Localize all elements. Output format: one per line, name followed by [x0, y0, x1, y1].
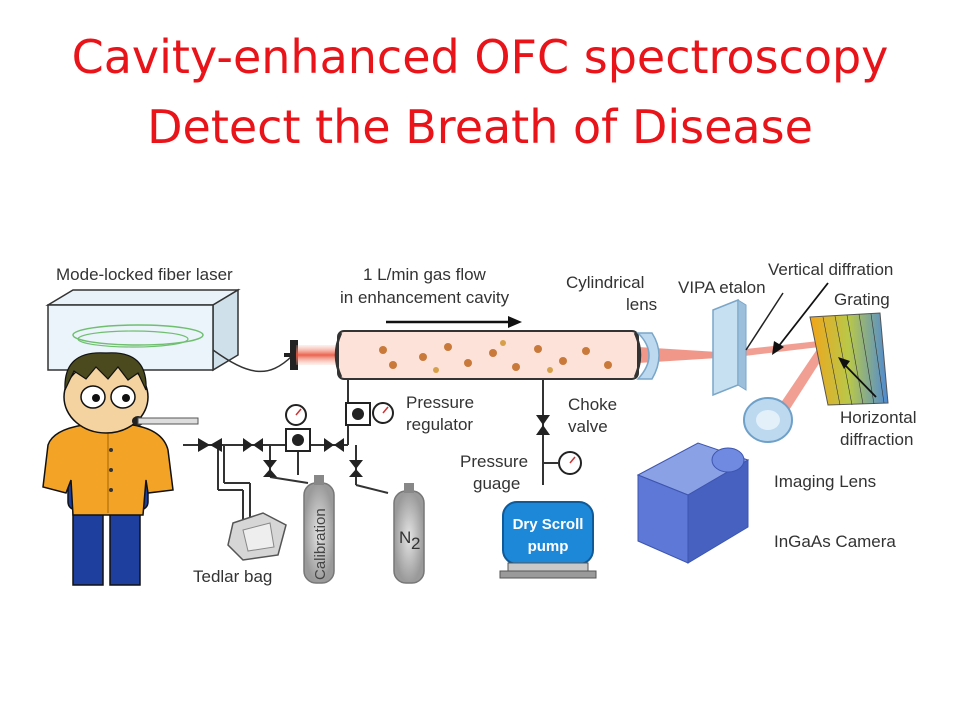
ingaas-camera-label: InGaAs Camera: [774, 532, 896, 551]
diffraction-grating: [809, 312, 889, 406]
enhancement-cavity: [334, 330, 642, 380]
cylindrical-lens: [636, 332, 660, 380]
pressure-regulator-label-line1: Pressure: [406, 393, 474, 412]
horizontal-diffraction-label-line1: Horizontal: [840, 408, 917, 427]
pressure-regulator-label-line2: regulator: [406, 415, 473, 434]
n2-subscript: 2: [411, 534, 420, 553]
ingaas-camera: [636, 442, 750, 564]
pump-label-line2: pump: [528, 538, 569, 555]
slide-title-line-1: Cavity-enhanced OFC spectroscopy: [71, 30, 889, 84]
horizontal-diffraction-label-line2: diffraction: [840, 430, 913, 449]
vipa-etalon: [712, 298, 739, 397]
calibration-label: Calibration: [312, 508, 329, 580]
cylindrical-lens-label-line1: Cylindrical: [566, 273, 644, 292]
valves: [198, 415, 550, 477]
choke-valve-label-line1: Choke: [568, 395, 617, 414]
imaging-lens-label: Imaging Lens: [774, 472, 876, 491]
slide-title-line-2: Detect the Breath of Disease: [147, 100, 813, 154]
n2-label: N: [399, 528, 411, 547]
pressure-gauge-label-line2: guage: [473, 474, 520, 493]
cartoon-person: [42, 352, 174, 586]
pump-label-line1: Dry Scroll: [513, 516, 584, 533]
cylindrical-lens-label-line2: lens: [626, 295, 657, 314]
gas-flow-label-line2: in enhancement cavity: [340, 288, 510, 307]
breath-tube: [137, 417, 199, 425]
vertical-diffraction-label: Vertical diffration: [768, 260, 893, 279]
gas-flow-label-line1: 1 L/min gas flow: [363, 265, 487, 284]
choke-valve-label-line2: valve: [568, 417, 608, 436]
spectroscopy-setup-diagram: Mode-locked fiber laser 1 L/min gas flow…: [42, 260, 917, 586]
tedlar-bag-label: Tedlar bag: [193, 567, 272, 586]
fiber-laser-label: Mode-locked fiber laser: [56, 265, 233, 284]
vipa-etalon-label: VIPA etalon: [678, 278, 766, 297]
pressure-gauge-label-line1: Pressure: [460, 452, 528, 471]
gas-lines: [183, 379, 544, 520]
grating-label: Grating: [834, 290, 890, 309]
dry-scroll-pump: [499, 501, 597, 579]
input-mirror: [290, 340, 298, 370]
